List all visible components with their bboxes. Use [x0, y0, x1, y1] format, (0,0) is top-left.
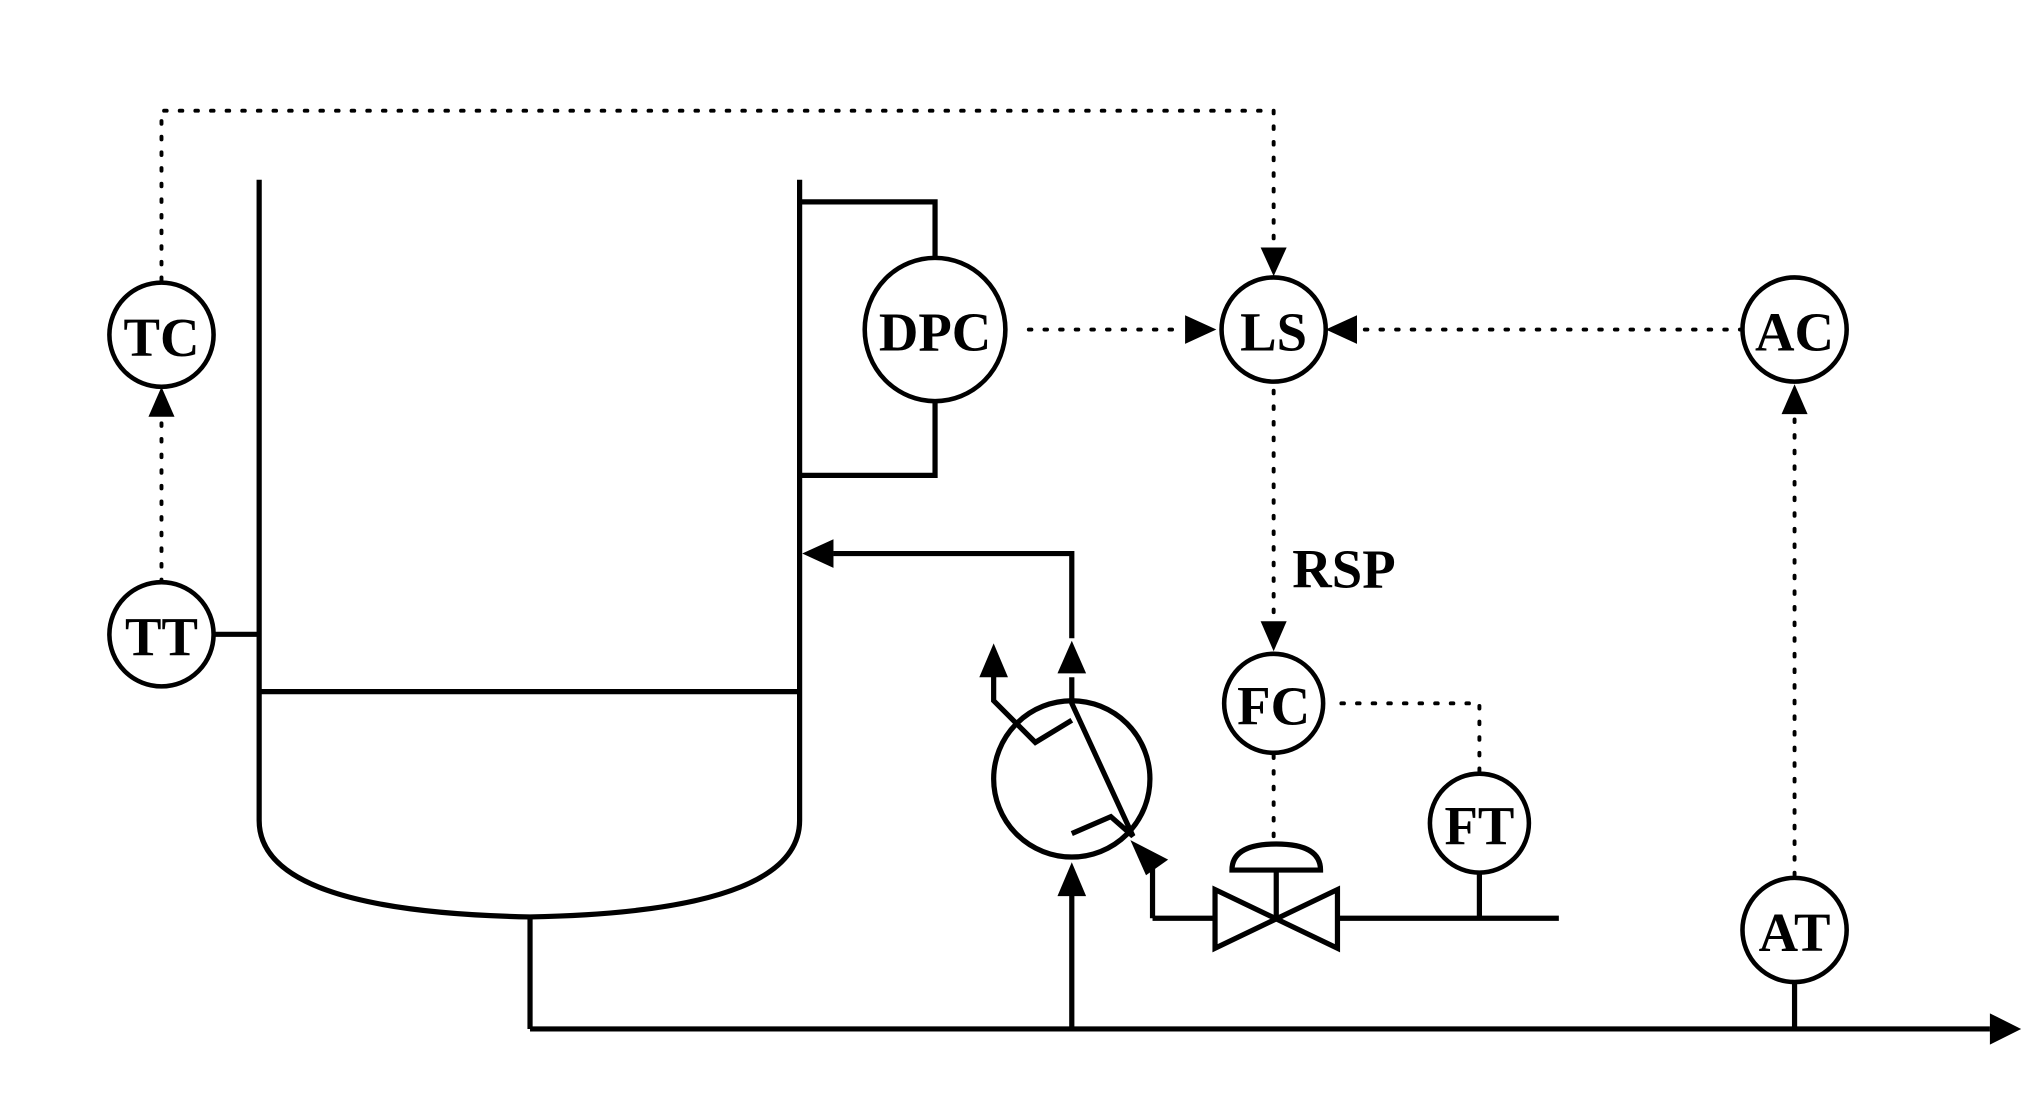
- dpc-impulse-lines: [799, 199, 938, 479]
- control-valve[interactable]: [1212, 841, 1341, 953]
- instrument-tt[interactable]: TT: [107, 579, 216, 689]
- ls-label: LS: [1240, 302, 1307, 363]
- steam-line: [1152, 872, 1559, 921]
- instrument-dpc[interactable]: DPC: [862, 255, 1008, 404]
- at-label: AT: [1759, 902, 1831, 963]
- ft-label: FT: [1444, 795, 1514, 856]
- arrow-down-icon: [1260, 621, 1287, 652]
- signal-lines: [148, 108, 1808, 878]
- instrument-at[interactable]: AT: [1740, 875, 1849, 985]
- reboiler: [802, 539, 1169, 1029]
- arrow-right-icon: [1185, 315, 1217, 344]
- instrument-ft[interactable]: FT: [1427, 771, 1532, 875]
- arrow-up-icon: [1781, 384, 1808, 415]
- bottom-product-line: [530, 1013, 2022, 1045]
- instrument-fc[interactable]: FC: [1221, 651, 1326, 756]
- arrow-up-icon: [148, 386, 175, 417]
- ac-label: AC: [1755, 302, 1834, 363]
- vessel: [256, 179, 803, 1029]
- tc-label: TC: [123, 307, 199, 368]
- arrow-left-icon: [1325, 315, 1357, 344]
- instrument-ls[interactable]: LS: [1219, 275, 1329, 384]
- arrow-up-icon: [1057, 640, 1087, 674]
- instrument-ac[interactable]: AC: [1740, 275, 1849, 384]
- arrow-up-icon: [1057, 862, 1087, 897]
- arrow-left-icon: [802, 539, 834, 568]
- arrow-up-icon: [979, 643, 1008, 678]
- dpc-label: DPC: [879, 302, 991, 363]
- rsp-label: RSP: [1292, 539, 1395, 600]
- instrument-tc[interactable]: TC: [107, 280, 216, 390]
- arrow-down-icon: [1260, 247, 1287, 277]
- tt-label: TT: [125, 606, 198, 667]
- flow-arrow-icon: [1989, 1013, 2022, 1045]
- arrow-icon: [1130, 840, 1169, 876]
- fc-label: FC: [1237, 675, 1310, 736]
